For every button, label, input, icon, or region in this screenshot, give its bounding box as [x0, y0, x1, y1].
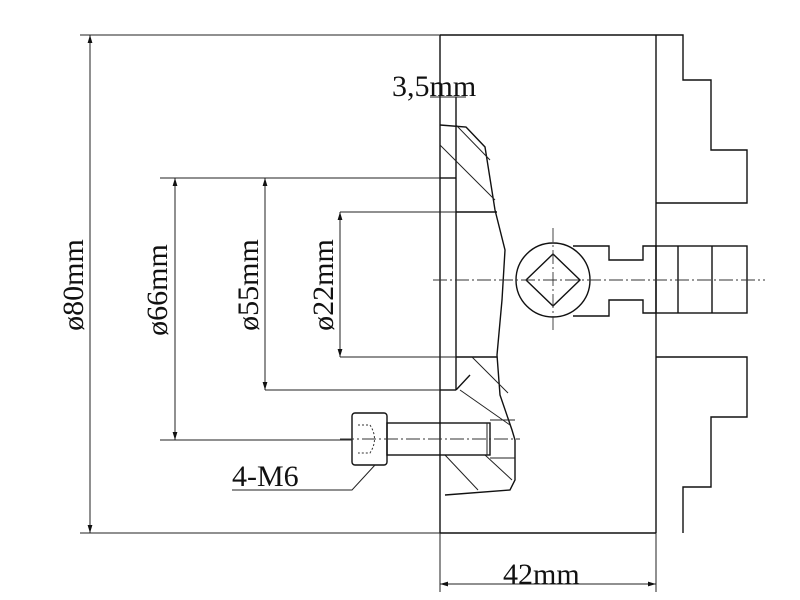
dim-bolts: 4-M6: [232, 460, 299, 493]
dim-bore-diameter: ø22mm: [307, 239, 340, 331]
dim-outer-diameter: ø80mm: [57, 239, 90, 331]
bolt: [340, 412, 520, 466]
dim-register-depth: 3,5mm: [392, 70, 477, 103]
dim-bolt-circle: ø66mm: [141, 244, 174, 336]
chuck-key: [515, 228, 656, 330]
jaw-bottom: [656, 356, 748, 533]
chuck-body: [439, 34, 657, 534]
flange-section: [439, 124, 516, 496]
dim-register-diameter: ø55mm: [232, 239, 265, 331]
jaw-top: [656, 34, 748, 204]
dimension-lines: [80, 34, 657, 592]
dim-body-length: 42mm: [503, 558, 580, 591]
jaw-middle: [655, 245, 748, 314]
